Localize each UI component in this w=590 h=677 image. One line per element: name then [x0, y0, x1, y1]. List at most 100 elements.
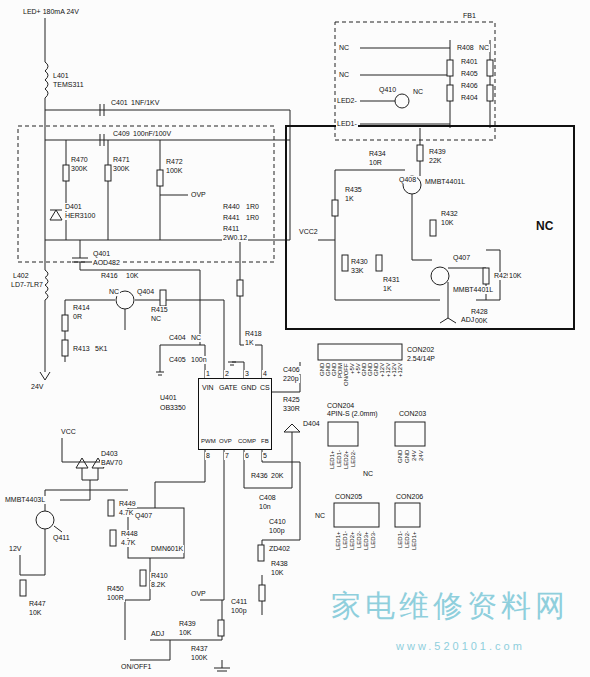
- component-label: LED+ 180mA 24V: [22, 8, 80, 16]
- component-label: LED2-: [350, 449, 357, 468]
- component-label: 1K: [382, 285, 393, 293]
- transistor-symbols: [36, 94, 449, 529]
- component-label: D401: [64, 203, 83, 211]
- component-label: 22K: [428, 157, 442, 165]
- component-label: LED2+: [343, 449, 350, 470]
- component-label: R440: [222, 203, 241, 211]
- component-label: 2.54/14P: [406, 355, 436, 363]
- component-label: LED1-: [336, 120, 358, 128]
- component-label: FB: [260, 438, 270, 445]
- component-label: 300K: [70, 165, 88, 173]
- component-label: R437: [190, 645, 209, 653]
- component-label: R411: [222, 225, 240, 233]
- component-label: R472: [165, 158, 184, 166]
- component-label: 24V: [411, 449, 418, 462]
- component-label: NC: [362, 470, 374, 478]
- component-label: R414: [72, 304, 91, 312]
- component-label: +12V: [397, 362, 404, 378]
- component-label: 1NF/1KV: [130, 99, 160, 107]
- component-label: R425: [282, 396, 301, 404]
- component-label: NC: [150, 315, 162, 323]
- component-label: R470: [70, 156, 89, 164]
- resistor-symbol: [259, 585, 265, 601]
- component-label: TEMS311: [52, 81, 85, 89]
- connector-symbols: [318, 344, 425, 527]
- component-label: NC: [314, 512, 326, 520]
- component-label: LED2-: [356, 530, 363, 549]
- component-label: LED1+: [335, 530, 342, 551]
- component-label: 4.7K: [120, 539, 136, 547]
- component-label: LED3-: [370, 530, 377, 549]
- component-label: VIN: [201, 384, 215, 392]
- watermark: 家电维修资料网: [330, 590, 570, 621]
- component-label: D404: [302, 420, 321, 428]
- component-label: R436: [250, 472, 269, 480]
- component-label: Q401: [92, 250, 111, 258]
- resistor-symbol: [258, 545, 264, 561]
- component-label: LED1-: [336, 449, 343, 468]
- component-label: L402: [12, 272, 30, 280]
- component-label: MMBT4403L: [4, 496, 46, 504]
- component-label: 4: [262, 370, 268, 378]
- component-label: 33K: [350, 267, 364, 275]
- component-label: R471: [112, 156, 131, 164]
- component-label: ON/OFF1: [120, 663, 152, 671]
- node-text: U401: [159, 393, 178, 402]
- component-label: LED3+: [363, 530, 370, 551]
- component-label: C410: [268, 518, 287, 526]
- component-label: R432: [440, 210, 459, 218]
- component-label: 330R: [282, 405, 301, 413]
- resistor-symbol: [447, 85, 453, 101]
- component-label: Q410: [378, 86, 397, 94]
- resistor-symbol: [376, 255, 382, 271]
- component-label: 1K: [344, 195, 355, 203]
- component-label: CON204: [326, 402, 355, 410]
- resistor-symbol: [105, 165, 111, 181]
- component-label: R441: [222, 214, 241, 222]
- component-label: R408: [456, 44, 475, 52]
- component-label: R450: [106, 585, 125, 593]
- component-label: 10K: [125, 272, 139, 280]
- component-label: R418: [244, 330, 263, 338]
- component-label: Q404: [136, 288, 155, 296]
- component-label: NC: [478, 44, 490, 52]
- component-label: C409: [112, 130, 131, 138]
- component-label: 10n: [258, 503, 272, 511]
- component-label: LED1+: [411, 530, 418, 551]
- component-label: 6: [244, 452, 250, 460]
- component-label: 4PIN-S (2.0mm): [326, 410, 379, 418]
- component-label: HER3100: [64, 212, 96, 220]
- component-label: R434: [368, 150, 387, 158]
- resistor-symbol: [237, 280, 243, 296]
- component-label: 1: [205, 370, 211, 378]
- component-label: R430: [350, 258, 369, 266]
- resistor-symbol: [342, 255, 348, 271]
- component-label: COMP: [237, 438, 257, 445]
- component-label: LED1-: [397, 530, 404, 549]
- component-label: CON206: [395, 493, 424, 501]
- component-label: 10K: [178, 629, 192, 637]
- resistor-symbol: [62, 315, 68, 331]
- component-label: 24V: [418, 449, 425, 462]
- component-label: 100n: [190, 356, 208, 364]
- resistor-symbol: [417, 145, 423, 161]
- resistor-symbol: [63, 165, 69, 181]
- component-label: BAV70: [100, 459, 123, 467]
- component-label: 5K1: [94, 345, 108, 353]
- component-label: D403: [100, 450, 119, 458]
- resistor-symbol: [483, 268, 489, 284]
- component-label: AOD482: [92, 259, 121, 267]
- resistor-symbol: [447, 60, 453, 76]
- component-label: GND: [404, 449, 411, 464]
- component-label: NC: [338, 44, 350, 52]
- component-label: R404: [460, 94, 479, 102]
- component-label: 100nF/100V: [132, 130, 172, 138]
- resistor-symbol: [20, 580, 26, 596]
- component-label: 220p: [282, 375, 300, 383]
- component-label: 12V: [8, 545, 22, 553]
- resistor-symbol: [430, 220, 436, 236]
- resistor-symbol: [332, 200, 338, 216]
- component-label: LED1-: [342, 530, 349, 549]
- component-label: VCC2: [298, 228, 319, 236]
